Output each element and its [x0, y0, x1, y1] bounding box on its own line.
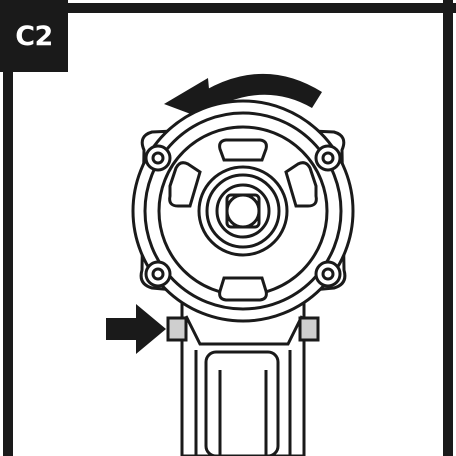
direction-slider: [166, 316, 320, 342]
direction-arrow-icon: [106, 304, 166, 354]
housing-screws: [144, 144, 342, 288]
tool-head: [131, 99, 355, 323]
tool-body: [180, 298, 306, 456]
figure-label: C2: [0, 0, 68, 72]
housing-vents: [168, 138, 318, 302]
